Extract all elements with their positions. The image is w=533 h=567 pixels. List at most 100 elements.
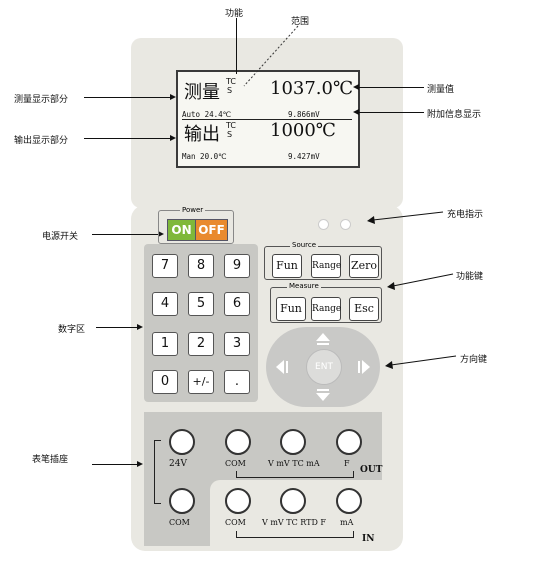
key-8[interactable]: 8 xyxy=(188,254,214,278)
arrow-output-display xyxy=(84,138,172,139)
charge-led xyxy=(340,219,351,230)
label-probe-socket: 表笔插座 xyxy=(32,455,69,465)
arrow-probe-socket xyxy=(92,464,138,465)
pointer-line-function xyxy=(236,18,237,74)
jack-24v[interactable] xyxy=(169,429,195,455)
jack-label-com-left: COM xyxy=(169,518,190,527)
key-9[interactable]: 9 xyxy=(224,254,250,278)
arrow-measure-display xyxy=(84,97,172,98)
jack-label-ma-in: mA xyxy=(340,518,354,527)
jack-label-vmv-out: V mV TC mA xyxy=(268,459,320,468)
pointer-line-range xyxy=(243,25,299,87)
label-extra-info: 附加信息显示 xyxy=(427,110,482,120)
label-function-keys: 功能键 xyxy=(456,272,484,282)
arrow-right-icon xyxy=(362,360,370,374)
lcd-output-range: S xyxy=(227,130,233,139)
lcd-screen: 测量 TC S 1037.0℃ Auto 24.4℃ 9.866mV 输出 TC… xyxy=(176,70,360,168)
numeric-keypad: 7 8 9 4 5 6 1 2 3 0 +/- . xyxy=(144,244,258,402)
key-decimal[interactable]: . xyxy=(224,370,250,394)
key-7[interactable]: 7 xyxy=(152,254,178,278)
lcd-output-sub-right: 9.427mV xyxy=(288,152,320,161)
arrowhead-right-icon xyxy=(137,324,143,330)
arrowhead-left-icon xyxy=(353,84,359,90)
arrowhead-right-icon xyxy=(170,94,176,100)
lcd-measure-sub-left: Auto 24.4℃ xyxy=(182,110,232,119)
key-0[interactable]: 0 xyxy=(152,370,178,394)
arrow-power-switch xyxy=(92,234,160,235)
label-direction-keys: 方向键 xyxy=(460,355,488,365)
jack-ma-in[interactable] xyxy=(336,488,362,514)
label-power-switch: 电源开关 xyxy=(42,232,79,242)
jack-f-out[interactable] xyxy=(336,429,362,455)
label-measure-display: 测量显示部分 xyxy=(14,95,69,105)
source-range-button[interactable]: Range xyxy=(311,254,341,278)
lcd-measure-value: 1037.0℃ xyxy=(270,78,354,99)
label-range: 范围 xyxy=(291,17,310,27)
measure-range-button[interactable]: Range xyxy=(311,297,341,321)
jack-com-in[interactable] xyxy=(225,488,251,514)
jack-label-f-out: F xyxy=(344,459,350,468)
power-off-button[interactable]: OFF xyxy=(195,219,228,241)
arrowhead-right-icon xyxy=(137,461,143,467)
key-6[interactable]: 6 xyxy=(224,292,250,316)
arrow-measured-value xyxy=(358,87,424,88)
lcd-measure-range: S xyxy=(227,86,233,95)
bracket-left xyxy=(154,440,161,504)
charge-led xyxy=(318,219,329,230)
arrow-charge-indicator xyxy=(367,211,444,224)
lcd-output-func: TC xyxy=(226,121,237,130)
arrowhead-right-icon xyxy=(158,231,164,237)
lcd-output-label: 输出 xyxy=(184,124,220,145)
source-fun-button[interactable]: Fun xyxy=(272,254,302,278)
measure-fun-button[interactable]: Fun xyxy=(276,297,306,321)
power-on-button[interactable]: ON xyxy=(167,219,196,241)
lcd-measure-sub-right: 9.866mV xyxy=(288,110,320,119)
measure-group xyxy=(270,287,382,323)
jack-label-24v: 24V xyxy=(169,459,187,469)
out-label: OUT xyxy=(360,465,383,475)
arrow-extra-info xyxy=(358,112,424,113)
key-4[interactable]: 4 xyxy=(152,292,178,316)
in-label: IN xyxy=(362,534,375,544)
lcd-measure-label: 测量 xyxy=(184,82,220,103)
arrow-direction-keys xyxy=(385,355,457,369)
source-title: Source xyxy=(290,241,319,249)
key-2[interactable]: 2 xyxy=(188,332,214,356)
label-output-display: 输出显示部分 xyxy=(14,136,69,146)
key-3[interactable]: 3 xyxy=(224,332,250,356)
label-numeric-area: 数字区 xyxy=(58,325,86,335)
lcd-separator xyxy=(182,119,352,120)
arrowhead-left-icon xyxy=(353,109,359,115)
key-5[interactable]: 5 xyxy=(188,292,214,316)
measure-title: Measure xyxy=(287,282,321,290)
direction-arrows xyxy=(276,333,370,401)
lcd-output-sub-left: Man 20.0℃ xyxy=(182,152,227,161)
key-plus-minus[interactable]: +/- xyxy=(188,370,214,394)
arrowhead-right-icon xyxy=(170,135,176,141)
lcd-measure-func: TC xyxy=(226,77,237,86)
arrow-function-keys xyxy=(387,273,454,290)
source-group xyxy=(264,246,382,280)
arrow-down-icon xyxy=(316,393,330,401)
jack-label-com-in: COM xyxy=(225,518,246,527)
arrow-up-icon xyxy=(316,333,330,341)
source-zero-button[interactable]: Zero xyxy=(349,254,379,278)
label-charge-indicator: 充电指示 xyxy=(447,210,484,220)
jack-com-out[interactable] xyxy=(225,429,251,455)
enter-button[interactable]: ENT xyxy=(306,349,342,385)
bracket-in xyxy=(236,531,354,538)
arrow-numeric-area xyxy=(96,327,138,328)
jack-label-com-out: COM xyxy=(225,459,246,468)
label-function: 功能 xyxy=(225,9,244,19)
lcd-output-value: 1000℃ xyxy=(270,120,336,141)
jack-vmv-in[interactable] xyxy=(280,488,306,514)
label-measured-value: 测量值 xyxy=(427,85,455,95)
direction-pad: ENT xyxy=(266,327,380,407)
arrow-left-icon xyxy=(276,360,284,374)
jack-vmv-out[interactable] xyxy=(280,429,306,455)
jack-label-vmv-in: V mV TC RTD F xyxy=(262,518,326,527)
measure-esc-button[interactable]: Esc xyxy=(349,297,379,321)
key-1[interactable]: 1 xyxy=(152,332,178,356)
jack-com-left[interactable] xyxy=(169,488,195,514)
power-title: Power xyxy=(180,206,206,214)
